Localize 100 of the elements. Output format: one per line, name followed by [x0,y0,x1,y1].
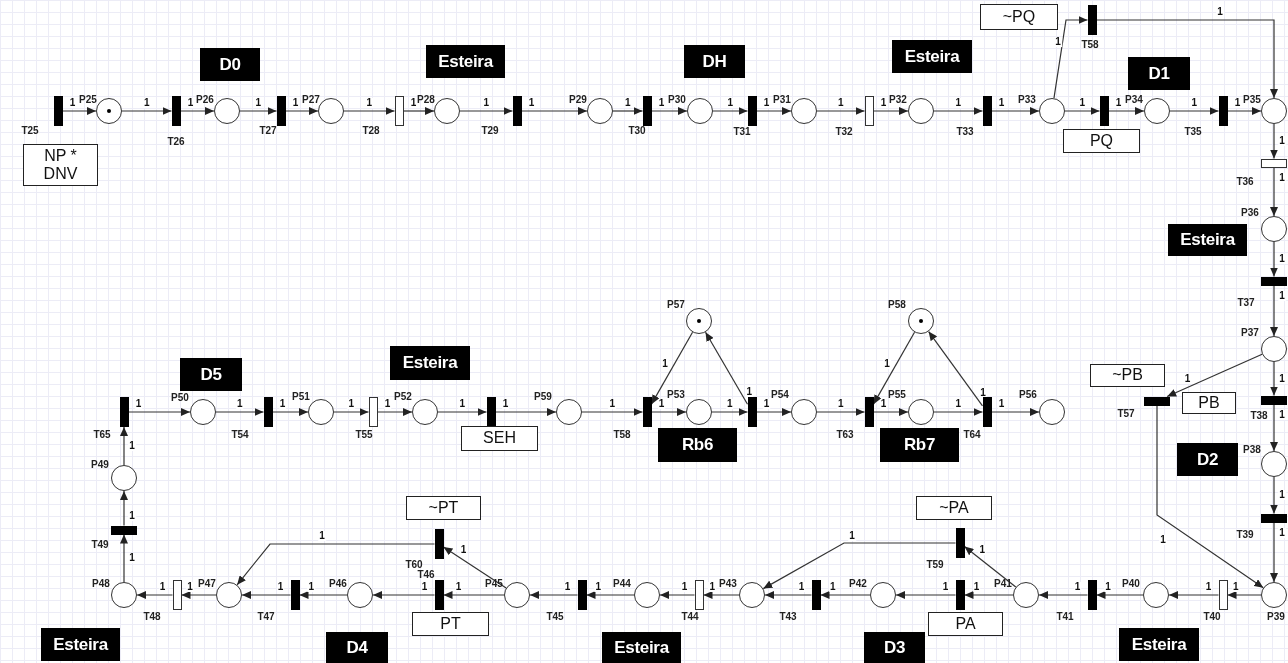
arc-weight: 1 [1078,98,1087,108]
arc-arrow [816,408,866,416]
arc-weight: 1 [954,98,963,108]
arc-arrow [442,546,507,589]
transition-label: T26 [167,137,185,147]
transition-bar [111,525,137,535]
place-circle [908,399,934,425]
arc-arrow [215,408,265,416]
arc-weight: 1 [1278,136,1286,147]
arc-weight: 1 [409,98,418,108]
arc-weight: 1 [128,510,136,521]
arc-weight: 1 [1073,582,1082,592]
arc-arrow [895,591,957,599]
arc-arrow [1168,591,1220,599]
place-label: P32 [889,95,907,105]
transition-bar [747,397,757,427]
place-circle [216,582,242,608]
arc-arrow [284,107,319,115]
transition-bar [747,96,757,126]
arc-weight: 1 [501,399,510,409]
arc-arrow [963,545,1017,588]
place-circle [1039,399,1065,425]
arc-arrow [520,107,588,115]
arc-arrow [1270,284,1278,337]
place-label: P28 [417,95,435,105]
transition-label: T25 [21,126,39,136]
condition-label: NP * DNV [23,144,98,186]
arc-weight: 1 [978,545,987,556]
arc-weight: 1 [454,582,463,592]
transition-bar [577,580,587,610]
place-circle [96,98,122,124]
condition-label: PB [1182,392,1236,414]
arc-arrow [1270,403,1278,452]
transition-label: T36 [1236,177,1254,187]
arc-weight: 1 [972,582,981,592]
place-label: P37 [1241,328,1259,338]
condition-label: ~PT [406,496,481,520]
arc-weight: 1 [829,582,837,592]
tag-label: D2 [1177,443,1238,476]
tag-label: D1 [1128,57,1190,90]
arc-arrow [442,591,505,599]
arc-weight: 1 [708,582,717,592]
transition-bar [53,96,63,126]
arc-weight: 1 [1216,7,1224,17]
place-label: P51 [292,392,310,402]
place-circle [190,399,216,425]
place-circle [1261,336,1287,362]
transition-label: T59 [926,560,944,570]
arc-weight: 1 [997,98,1006,108]
arc-arrow [1270,476,1278,515]
arc-arrow [298,591,348,599]
arc-weight: 1 [661,359,669,370]
transition-label: T57 [1117,409,1135,419]
arc-weight: 1 [1204,582,1213,592]
place-label: P34 [1125,95,1143,105]
transition-bar [434,529,444,559]
tag-label: Esteira [41,628,120,661]
arc-arrow [1053,16,1089,99]
arc-arrow [343,107,396,115]
place-label: P58 [888,300,906,310]
place-label: P50 [171,393,189,403]
arc-arrow [402,107,435,115]
transition-bar [955,528,965,558]
transition-bar [864,397,874,427]
arc-weight: 1 [836,399,845,409]
arc-arrow [819,591,871,599]
arc-weight: 1 [594,582,603,592]
arc-weight: 1 [745,386,754,397]
arc-weight: 1 [997,399,1006,409]
arc-arrow [1156,404,1264,589]
arc-weight: 1 [291,98,300,108]
condition-label: PA [928,612,1003,636]
arc-weight: 1 [158,582,167,592]
arc-arrow [120,426,128,466]
transition-bar [171,96,181,126]
place-label: P49 [91,460,109,470]
arc-weight: 1 [1278,172,1286,183]
arc-weight: 1 [762,399,771,409]
transition-bar [1087,5,1097,35]
place-label: P39 [1267,612,1285,622]
place-circle [308,399,334,425]
transition-box [1261,158,1287,168]
transition-box [394,96,404,126]
arc-weight: 1 [954,399,963,409]
place-circle [1143,582,1169,608]
arc-weight: 1 [1278,490,1286,501]
arc-weight: 1 [1159,535,1167,545]
transition-label: T60 [405,560,423,570]
place-circle [686,308,712,334]
tag-label: D0 [200,48,260,81]
arc-weight: 1 [458,399,467,409]
arc-weight: 1 [1190,98,1199,108]
transition-bar [1099,96,1109,126]
arc-arrow [1169,107,1220,115]
arc-weight: 1 [1278,373,1286,384]
place-label: P57 [667,300,685,310]
arc-arrow [180,591,217,599]
place-label: P47 [198,579,216,589]
tag-label: Esteira [1119,628,1199,661]
arc-arrow [1226,591,1262,599]
